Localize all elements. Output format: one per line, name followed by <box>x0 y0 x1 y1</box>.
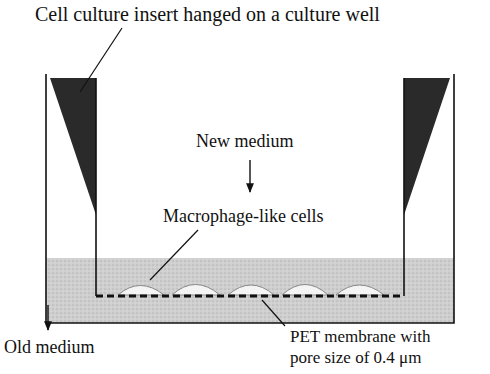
insert-wall-right <box>403 78 405 296</box>
membrane-leader-line <box>262 300 285 326</box>
culture-well <box>46 74 454 323</box>
pet-membrane <box>96 295 404 298</box>
old-medium-arrow <box>47 305 48 330</box>
old-medium-label: Old medium <box>4 336 95 359</box>
new-medium-arrow <box>249 160 250 192</box>
insert-label: Cell culture insert hanged on a culture … <box>35 2 380 27</box>
insert-rim-left <box>50 78 96 215</box>
cells-leader-line <box>150 230 198 280</box>
cells-label: Macrophage-like cells <box>163 205 323 228</box>
insert-rim-right <box>404 78 450 215</box>
macrophage-cells <box>118 285 384 296</box>
old-medium-fill <box>46 258 454 323</box>
membrane-label: PET membrane with pore size of 0.4 μm <box>290 326 455 369</box>
new-medium-label: New medium <box>196 130 293 153</box>
insert-leader-line <box>80 28 122 92</box>
insert-wall-left <box>95 78 97 296</box>
